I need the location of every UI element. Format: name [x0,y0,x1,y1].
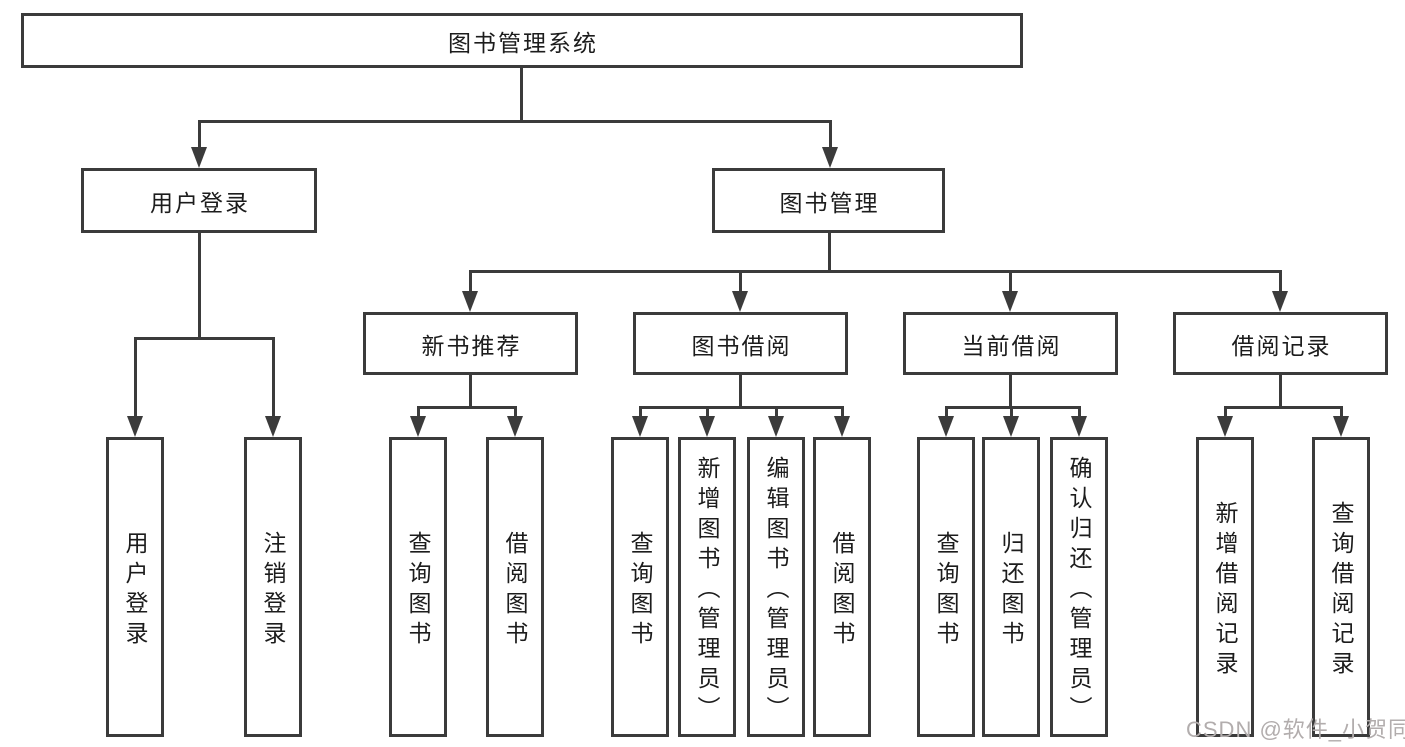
arrowhead-icon [1333,416,1349,437]
leaf-borrow-query-books-label: 查询图书 [627,530,653,651]
leaf-recommend-borrow-books: 借阅图书 [486,437,544,737]
node-current-borrowing-label: 当前借阅 [961,332,1062,359]
connector-trunk [1008,375,1012,409]
arrowhead-icon [265,416,281,437]
node-book-borrowing-label: 图书借阅 [691,332,792,359]
connector-drop [1077,406,1081,420]
arrowhead-icon [1272,291,1288,312]
connector-trunk [197,233,201,340]
arrowhead-icon [1217,416,1233,437]
arrowhead-icon [822,147,838,168]
leaf-current-query-books: 查询图书 [917,437,975,737]
leaf-borrow-borrow-books-label: 借阅图书 [829,530,855,651]
leaf-records-query-record-label: 查询借阅记录 [1328,500,1354,681]
leaf-borrow-add-books-admin-label: 新增图书（管理员） [694,455,720,726]
arrowhead-icon [732,291,748,312]
connector-drop [513,406,517,420]
node-book-management: 图书管理 [712,168,945,233]
arrowhead-icon [1071,416,1087,437]
connector-bar [944,406,1081,409]
arrowhead-icon [632,416,648,437]
leaf-logout-label: 注销登录 [260,530,286,651]
connector-trunk [1278,375,1282,409]
connector-trunk [519,68,523,123]
connector-trunk [468,375,472,409]
connector-drop [1008,270,1012,295]
node-borrowing-records: 借阅记录 [1173,312,1388,375]
arrowhead-icon [1003,416,1019,437]
arrowhead-icon [507,416,523,437]
arrowhead-icon [768,416,784,437]
connector-drop [705,406,709,420]
csdn-watermark: CSDN @软件_小贺同学 [1186,717,1405,742]
leaf-borrow-add-books-admin: 新增图书（管理员） [678,437,736,737]
node-user-login-label: 用户登录 [150,189,250,216]
leaf-current-return-books-label: 归还图书 [998,530,1024,651]
connector-drop [840,406,844,420]
connector-bar [638,406,844,409]
leaf-current-query-books-label: 查询图书 [933,530,959,651]
connector-trunk [827,233,831,273]
leaf-recommend-borrow-books-label: 借阅图书 [502,530,528,651]
node-book-management-label: 图书管理 [779,189,880,216]
connector-drop [738,270,742,295]
connector-drop [1009,406,1013,420]
leaf-borrow-edit-books-admin: 编辑图书（管理员） [747,437,805,737]
connector-drop [197,120,201,151]
connector-drop [1278,270,1282,295]
leaf-borrow-borrow-books: 借阅图书 [813,437,871,737]
connector-drop [1223,406,1227,420]
connector-drop [774,406,778,420]
connector-bar [468,270,1282,273]
arrowhead-icon [699,416,715,437]
leaf-current-confirm-return-admin: 确认归还（管理员） [1050,437,1108,737]
connector-drop [1339,406,1343,420]
connector-bar [197,120,832,123]
connector-drop [133,337,137,420]
leaf-user-login: 用户登录 [106,437,164,737]
connector-drop [271,337,275,420]
connector-drop [828,120,832,151]
leaf-current-confirm-return-admin-label: 确认归还（管理员） [1066,455,1092,726]
leaf-borrow-query-books: 查询图书 [611,437,669,737]
leaf-current-return-books: 归还图书 [982,437,1040,737]
connector-bar [416,406,517,409]
leaf-borrow-edit-books-admin-label: 编辑图书（管理员） [763,455,789,726]
arrowhead-icon [191,147,207,168]
connector-drop [638,406,642,420]
node-current-borrowing: 当前借阅 [903,312,1118,375]
arrowhead-icon [938,416,954,437]
connector-bar [1223,406,1343,409]
node-library-management-system-label: 图书管理系统 [448,29,598,56]
leaf-records-add-record-label: 新增借阅记录 [1212,500,1238,681]
node-library-management-system: 图书管理系统 [21,13,1023,68]
connector-bar [133,337,275,340]
node-book-borrowing: 图书借阅 [633,312,848,375]
connector-trunk [738,375,742,409]
node-new-book-recommend-label: 新书推荐 [421,332,522,359]
connector-drop [468,270,472,295]
node-new-book-recommend: 新书推荐 [363,312,578,375]
arrowhead-icon [410,416,426,437]
connector-drop [944,406,948,420]
node-borrowing-records-label: 借阅记录 [1231,332,1332,359]
leaf-records-query-record: 查询借阅记录 [1312,437,1370,737]
leaf-recommend-query-books-label: 查询图书 [405,530,431,651]
arrowhead-icon [834,416,850,437]
leaf-logout: 注销登录 [244,437,302,737]
arrowhead-icon [1002,291,1018,312]
leaf-user-login-label: 用户登录 [122,530,148,651]
connector-drop [416,406,420,420]
arrowhead-icon [462,291,478,312]
node-user-login: 用户登录 [81,168,317,233]
arrowhead-icon [127,416,143,437]
leaf-recommend-query-books: 查询图书 [389,437,447,737]
leaf-records-add-record: 新增借阅记录 [1196,437,1254,737]
